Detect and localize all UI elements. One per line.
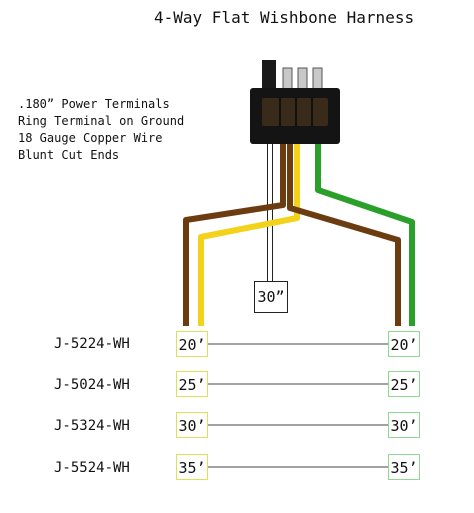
length-right: 35’: [388, 454, 420, 480]
length-right: 30’: [388, 412, 420, 438]
spec-item: Ring Terminal on Ground: [18, 114, 185, 128]
left-yellow-wire: [198, 144, 300, 326]
length-left: 35’: [176, 454, 208, 480]
right-brown-wire: [287, 144, 401, 326]
diagram-title: 4-Way Flat Wishbone Harness: [154, 8, 415, 27]
spec-item: Blunt Cut Ends: [18, 148, 120, 162]
center-length-box: 30”: [254, 281, 288, 313]
length-right: 20’: [388, 331, 420, 357]
right-green-wire: [315, 144, 415, 326]
spec-item: .180” Power Terminals: [18, 97, 170, 111]
part-number: J-5524-WH: [54, 460, 130, 476]
length-left: 30’: [176, 412, 208, 438]
part-number: J-5224-WH: [54, 336, 130, 352]
length-right: 25’: [388, 371, 420, 397]
length-left: 25’: [176, 371, 208, 397]
spec-list: .180” Power Terminals Ring Terminal on G…: [18, 96, 184, 164]
spec-item: 18 Gauge Copper Wire: [18, 131, 163, 145]
left-brown-wire: [183, 144, 286, 326]
part-number: J-5024-WH: [54, 377, 130, 393]
length-left: 20’: [176, 331, 208, 357]
part-number: J-5324-WH: [54, 418, 130, 434]
